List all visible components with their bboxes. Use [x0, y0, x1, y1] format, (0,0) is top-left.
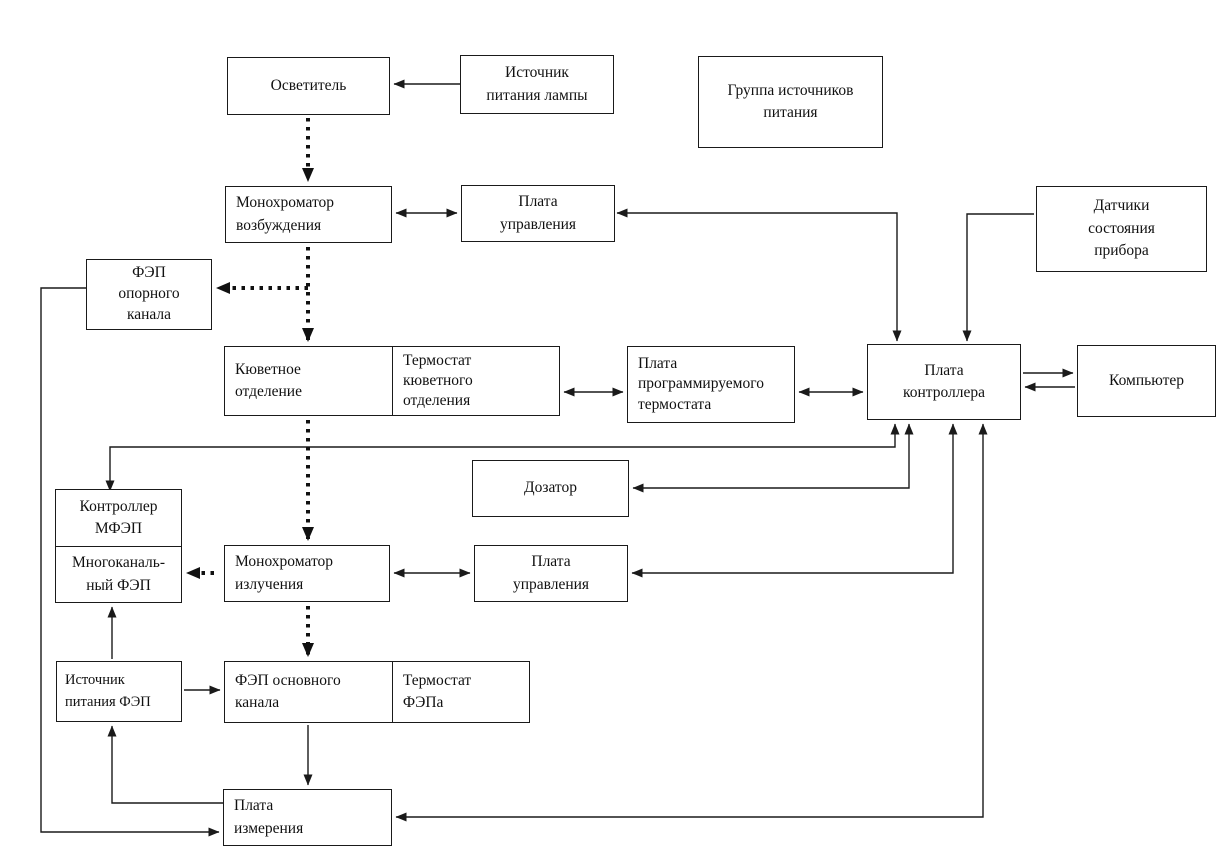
node-device-state-sensors-label: Датчики состояния прибора — [1088, 197, 1155, 260]
edge-sensors-to-controller-board — [962, 213, 1034, 342]
node-control-board-bottom: Плата управления — [474, 545, 628, 602]
node-control-board-bottom-label: Плата управления — [512, 553, 590, 593]
node-programmable-thermostat-board-label: Плата программируемого термостата — [638, 355, 764, 413]
node-mfep-controller-label: Контроллер МФЭП — [79, 497, 158, 537]
node-controller-board: Плата контроллера — [867, 344, 1021, 420]
node-cuvette-compartment: Кюветное отделение — [225, 347, 392, 415]
node-lamp-power-supply-label: Источник питания лампы — [486, 64, 588, 104]
node-measurement-board-label: Плата измерения — [234, 797, 304, 837]
node-fep-power-supply-label: Источник питания ФЭП — [65, 672, 151, 710]
node-emission-monochromator-label: Монохроматор излучения — [235, 553, 334, 593]
node-fep-power-supply: Источник питания ФЭП — [56, 661, 182, 722]
node-mfep-block: Контроллер МФЭП Многоканаль- ный ФЭП — [55, 489, 182, 603]
node-dispenser-label: Дозатор — [524, 479, 577, 497]
edge-measurement-board-to-fep-ps — [107, 725, 223, 804]
node-device-state-sensors: Датчики состояния прибора — [1036, 186, 1207, 272]
node-cuvette-compartment-label: Кюветное отделение — [235, 360, 302, 400]
node-cuvette-thermostat-label: Термостат кюветного отделения — [403, 351, 473, 410]
node-illuminator-label: Осветитель — [270, 76, 347, 94]
node-excitation-monochromator-label: Монохроматор возбуждения — [236, 194, 335, 234]
node-illuminator: Осветитель — [227, 57, 390, 115]
node-main-channel-fep-label: ФЭП основного канала — [235, 671, 341, 711]
node-cuvette-block: Кюветное отделение Термостат кюветного о… — [224, 346, 560, 416]
node-controller-board-label: Плата контроллера — [902, 361, 986, 401]
node-measurement-board: Плата измерения — [223, 789, 392, 846]
node-computer: Компьютер — [1077, 345, 1216, 417]
node-dispenser: Дозатор — [472, 460, 629, 517]
node-main-channel-fep: ФЭП основного канала — [225, 662, 392, 722]
edge-controller-board-measurement-board — [395, 423, 988, 822]
node-main-fep-block: ФЭП основного канала Термостат ФЭПа — [224, 661, 530, 723]
node-control-board-top-label: Плата управления — [499, 193, 577, 233]
node-mfep-controller: Контроллер МФЭП — [56, 490, 181, 546]
node-excitation-monochromator: Монохроматор возбуждения — [225, 186, 392, 243]
node-multichannel-fep: Многоканаль- ный ФЭП — [56, 546, 181, 602]
node-multichannel-fep-label: Многоканаль- ный ФЭП — [72, 554, 165, 594]
node-fep-thermostat-label: Термостат ФЭПа — [402, 671, 472, 711]
node-control-board-top: Плата управления — [461, 185, 615, 242]
node-cuvette-thermostat: Термостат кюветного отделения — [392, 347, 559, 415]
edge-controller-board-dispenser — [632, 423, 914, 493]
node-programmable-thermostat-board: Плата программируемого термостата — [627, 346, 795, 423]
node-emission-monochromator: Монохроматор излучения — [224, 545, 390, 602]
edge-control-board-top-controller-board — [616, 208, 902, 342]
node-power-supply-group-label: Группа источников питания — [727, 81, 854, 121]
node-reference-channel-fep-label: ФЭП опорного канала — [118, 264, 180, 323]
node-power-supply-group: Группа источников питания — [698, 56, 883, 148]
node-lamp-power-supply: Источник питания лампы — [460, 55, 614, 114]
node-fep-thermostat: Термостат ФЭПа — [391, 662, 529, 722]
node-reference-channel-fep: ФЭП опорного канала — [86, 259, 212, 330]
node-computer-label: Компьютер — [1109, 371, 1184, 389]
edge-reference-fep-to-measurement-board — [40, 287, 220, 837]
